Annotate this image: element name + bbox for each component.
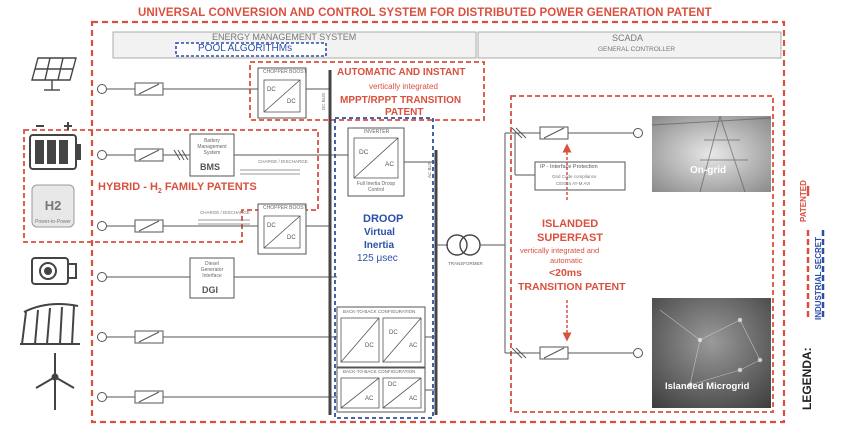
wind-turbine-icon [35, 353, 75, 410]
b2b-1-block [336, 306, 426, 368]
bms-label: BMS [200, 162, 220, 172]
h2-sub-label: Power-to-Power [35, 219, 71, 225]
chopper-1-dc-in: DC [267, 87, 276, 93]
islanded-patent: TRANSITION PATENT [518, 281, 626, 293]
bms-small-label: Battery Management System [197, 138, 227, 156]
legend-secret: INDUSTRIAL SECRET [814, 237, 823, 320]
auto-title-3: PATENT [385, 107, 424, 118]
generator-icon [31, 257, 77, 285]
chopper-2-dc-out: DC [287, 235, 296, 241]
feeder-diesel [97, 272, 190, 282]
islanded-microgrid-photo [652, 298, 771, 408]
legend-title: LEGENDA: [800, 347, 814, 410]
scada-header-box [477, 31, 782, 59]
dgi-small-label: Diesel Generator Interface [200, 261, 224, 279]
feeder-wind [97, 390, 337, 404]
battery-icon [29, 122, 81, 170]
b2b-2-label: BACK-TO-BACK CONFIGURATION [343, 369, 416, 374]
ac-bus-label: AC BUS [427, 161, 432, 178]
pool-algorithms-label: POOL ALGORITHMs [198, 43, 293, 54]
inverter-label: INVERTER [364, 129, 390, 135]
hydro-dam-icon [20, 303, 80, 345]
islanded-patent-region [510, 95, 774, 413]
b2b-2-left-ac: AC [365, 396, 374, 402]
droop-virtual: Virtual [364, 227, 395, 238]
b2b-2-block [336, 367, 426, 413]
auto-title: AUTOMATIC AND INSTANT [337, 67, 466, 78]
feeder-hydro [97, 330, 337, 344]
hydrogen-tank-icon: H2 Power-to-Power [31, 184, 75, 228]
hybrid-patent-region [23, 129, 319, 243]
feeder-battery [97, 148, 190, 162]
b2b-1-left-dc: DC [365, 343, 374, 349]
page-title: UNIVERSAL CONVERSION AND CONTROL SYSTEM … [138, 7, 712, 19]
charge-2-label: CHARGE / DISCHARGE [200, 210, 250, 215]
solar-panel-icon [31, 57, 77, 91]
dgi-block [189, 257, 235, 299]
feeder-solar [97, 82, 258, 96]
islanded-time: <20ms [549, 267, 582, 279]
islanded-sub1: vertically integrated and [520, 246, 600, 255]
dc-bus-label: DC BUS [321, 92, 326, 110]
auto-sub: vertically integrated [369, 82, 438, 91]
auto-patent-box [249, 61, 485, 121]
on-grid-photo [652, 116, 771, 192]
on-grid-label: On-grid [690, 165, 727, 176]
inverter-ac: AC [385, 161, 395, 168]
feeder-lines [97, 82, 337, 404]
dgi-label: DGI [202, 285, 219, 295]
feeder-hydrogen [97, 219, 258, 233]
chopper-2-label: CHOPPER BOOST [263, 205, 307, 211]
chopper-boost-2-block [257, 203, 307, 255]
inverter-dc: DC [359, 149, 369, 156]
patent-outer-border [90, 20, 786, 424]
b2b-2-right-ac: AC [409, 396, 418, 402]
droop-inertia: Inertia [364, 240, 395, 251]
hybrid-title: HYBRID - H2 FAMILY PATENTS [98, 181, 257, 196]
islanded-superfast: SUPERFAST [537, 232, 604, 244]
islanded-sub2: automatic [550, 256, 583, 265]
chopper-1-dc-out: DC [287, 99, 296, 105]
legend-patented: PATENTED [799, 180, 808, 222]
ip-sub-2: CEI016 AT-M AVI [556, 181, 591, 186]
transformer-icon [446, 234, 481, 256]
hybrid-sub: 2 [157, 188, 162, 196]
inverter-block [347, 127, 405, 197]
transformer-label: TRANSFORMER [448, 261, 483, 266]
ip-sub-1: Grid Code compliance [552, 174, 597, 179]
ems-label: ENERGY MANAGEMENT SYSTEM [212, 32, 357, 42]
microgrid-label: Islanded Microgrid [665, 381, 750, 392]
droop-title: DROOP [363, 213, 404, 225]
b2b-1-right-dc: DC [389, 330, 398, 336]
b2b-1-right-ac: AC [409, 343, 418, 349]
charge-1-label: CHARGE / DISCHARGE [258, 159, 308, 164]
scada-sub-label: GENERAL CONTROLLER [598, 46, 676, 53]
inverter-sub-label: Full Inertia Droop Control [356, 181, 396, 193]
scada-label: SCADA [612, 33, 644, 43]
hybrid-prefix: HYBRID - H [98, 181, 158, 193]
ip-label: IP - Interface Protection [540, 164, 598, 170]
b2b-1-label: BACK-TO-BACK CONFIGURATION [343, 309, 416, 314]
auto-title-2: MPPT/RPPT TRANSITION [340, 95, 462, 106]
islanded-title: ISLANDED [542, 218, 599, 230]
h2-label: H2 [45, 198, 62, 213]
ip-block [534, 161, 626, 191]
b2b-2-right-dc: DC [388, 382, 397, 388]
chopper-boost-1-block [257, 67, 307, 119]
droop-time: 125 μsec [357, 253, 398, 264]
pool-algorithms-box [175, 42, 327, 57]
droop-secret-region [334, 117, 434, 419]
hybrid-suffix: FAMILY PATENTS [161, 181, 257, 193]
chopper-2-dc-in: DC [267, 223, 276, 229]
chopper-1-label: CHOPPER BOOST [263, 69, 307, 75]
